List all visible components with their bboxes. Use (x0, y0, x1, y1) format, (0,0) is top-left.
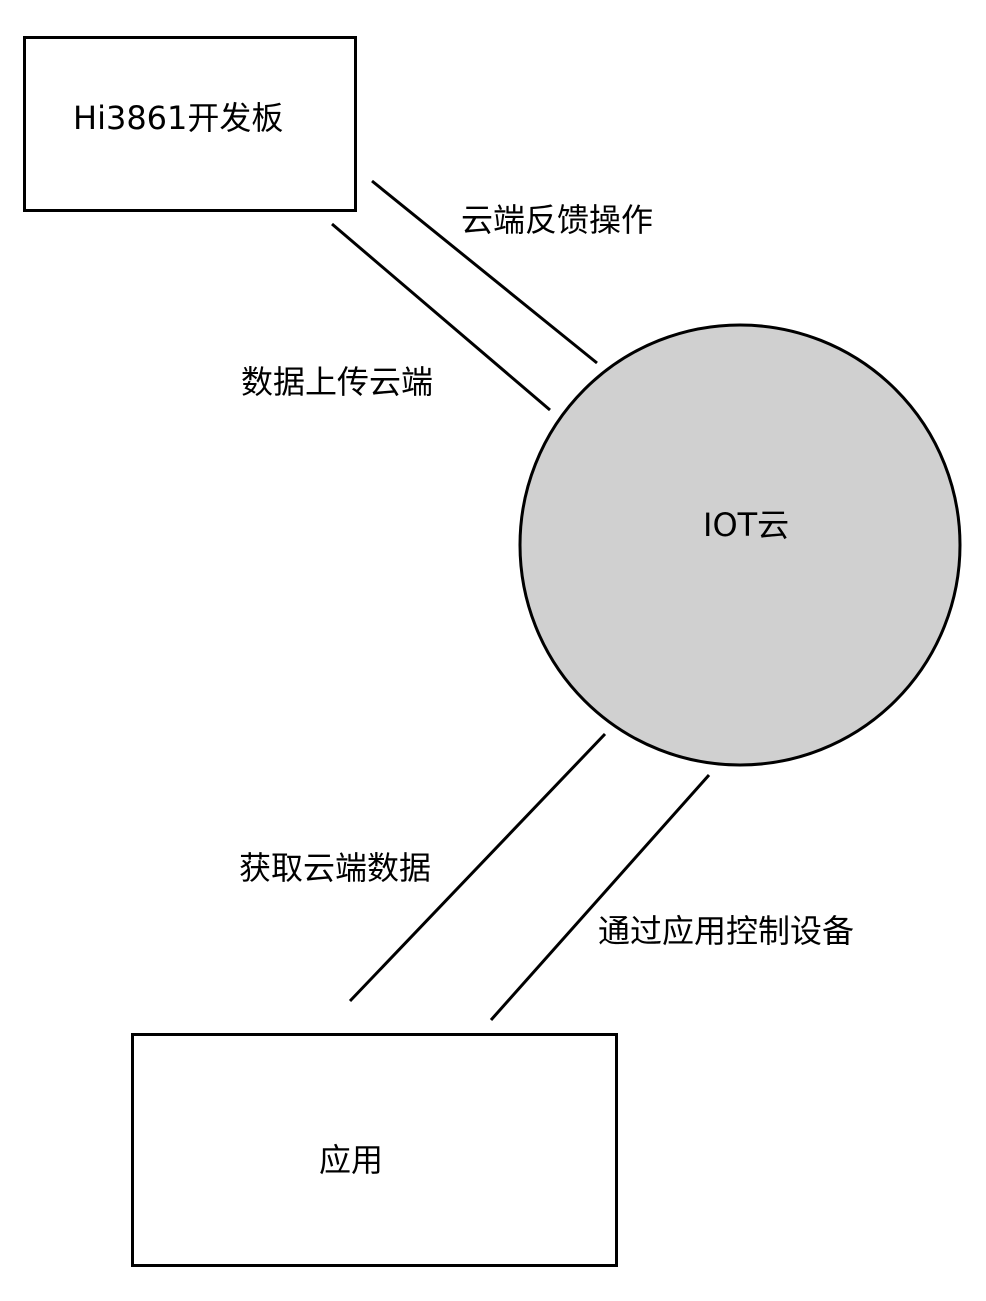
edge-line-upload (331, 222, 551, 412)
edge-label-feedback: 云端反馈操作 (461, 201, 654, 239)
board-node-label: Hi3861开发板 (73, 99, 284, 137)
hi3861-board-node (23, 36, 357, 212)
edge-label-control: 通过应用控制设备 (598, 912, 855, 950)
app-node (131, 1033, 618, 1267)
cloud-node-label: IOT云 (703, 506, 790, 544)
edge-line-feedback (371, 179, 598, 365)
edge-label-upload: 数据上传云端 (241, 363, 434, 401)
iot-cloud-node (518, 323, 962, 767)
edge-line-fetch (348, 732, 607, 1003)
app-node-label: 应用 (319, 1141, 384, 1179)
edge-label-fetch: 获取云端数据 (239, 849, 432, 887)
edge-line-control (489, 774, 711, 1021)
